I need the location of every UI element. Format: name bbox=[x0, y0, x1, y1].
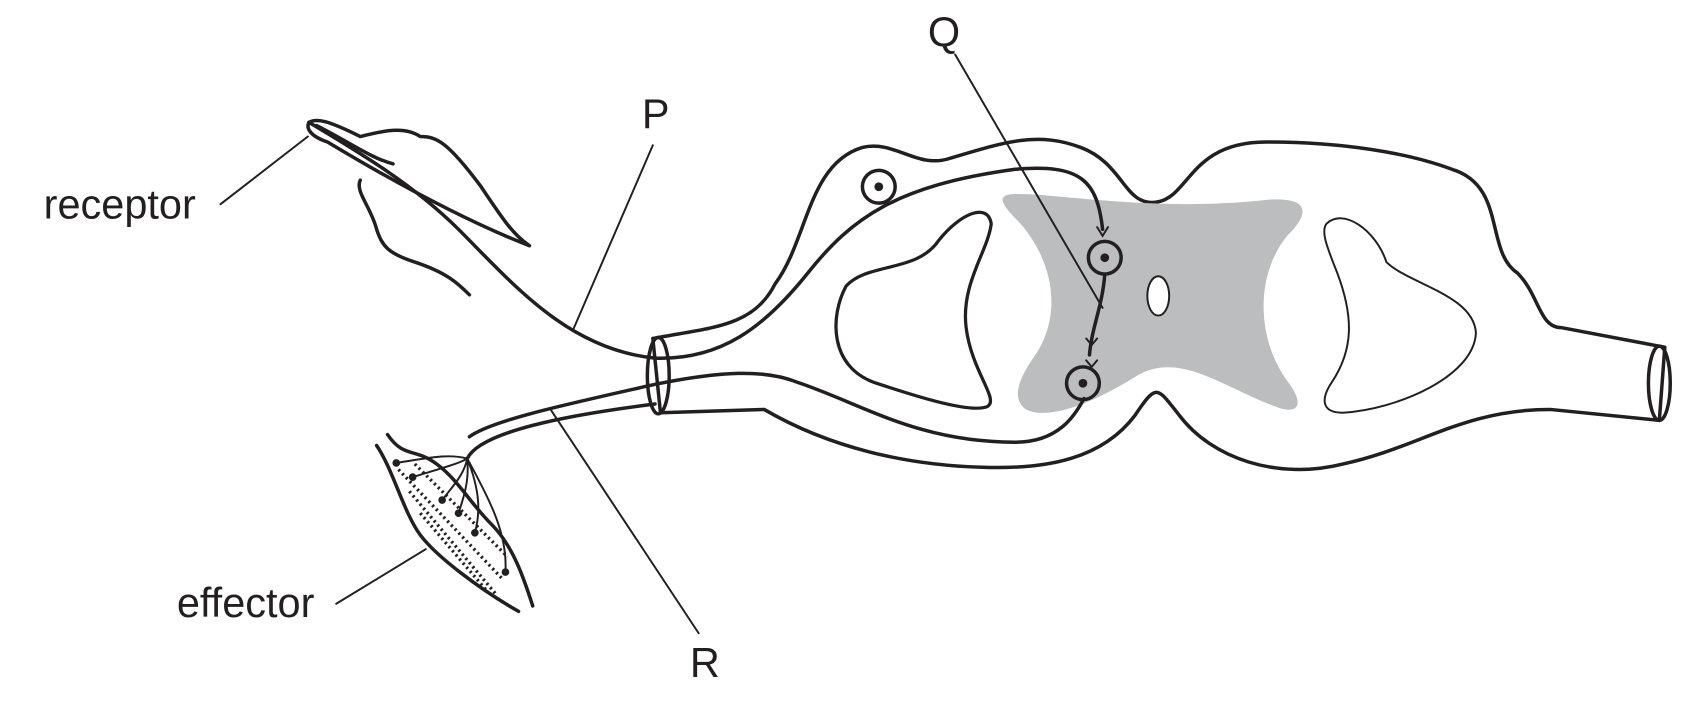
label-receptor: receptor bbox=[44, 180, 196, 227]
label-p: P bbox=[642, 90, 670, 137]
sensory-nerve bbox=[307, 120, 1105, 360]
central-canal bbox=[1146, 275, 1171, 317]
motor-nerve-lower bbox=[465, 402, 657, 461]
motor-nerve bbox=[467, 371, 1086, 444]
relay-axon bbox=[1087, 272, 1107, 357]
effector-leader bbox=[335, 548, 427, 605]
label-effector: effector bbox=[177, 579, 315, 626]
r-leader bbox=[550, 409, 700, 635]
cord-end-right bbox=[1646, 344, 1672, 423]
cord-end-left bbox=[645, 335, 671, 416]
q-leader bbox=[954, 53, 1104, 309]
receptor-leader bbox=[219, 135, 309, 206]
spinal-cord-outline bbox=[651, 137, 1667, 472]
p-leader bbox=[572, 144, 654, 331]
synapse-marks bbox=[1085, 226, 1110, 369]
right-white-region bbox=[1323, 217, 1477, 414]
sensory-cell-body bbox=[860, 168, 897, 205]
left-white-region bbox=[834, 210, 993, 410]
motor-nerve-branches bbox=[395, 455, 507, 574]
label-r: R bbox=[690, 639, 720, 686]
label-q: Q bbox=[928, 8, 960, 55]
hand-icon bbox=[306, 118, 532, 297]
motor-cell-body bbox=[1064, 365, 1102, 402]
effector-muscle bbox=[374, 432, 535, 614]
